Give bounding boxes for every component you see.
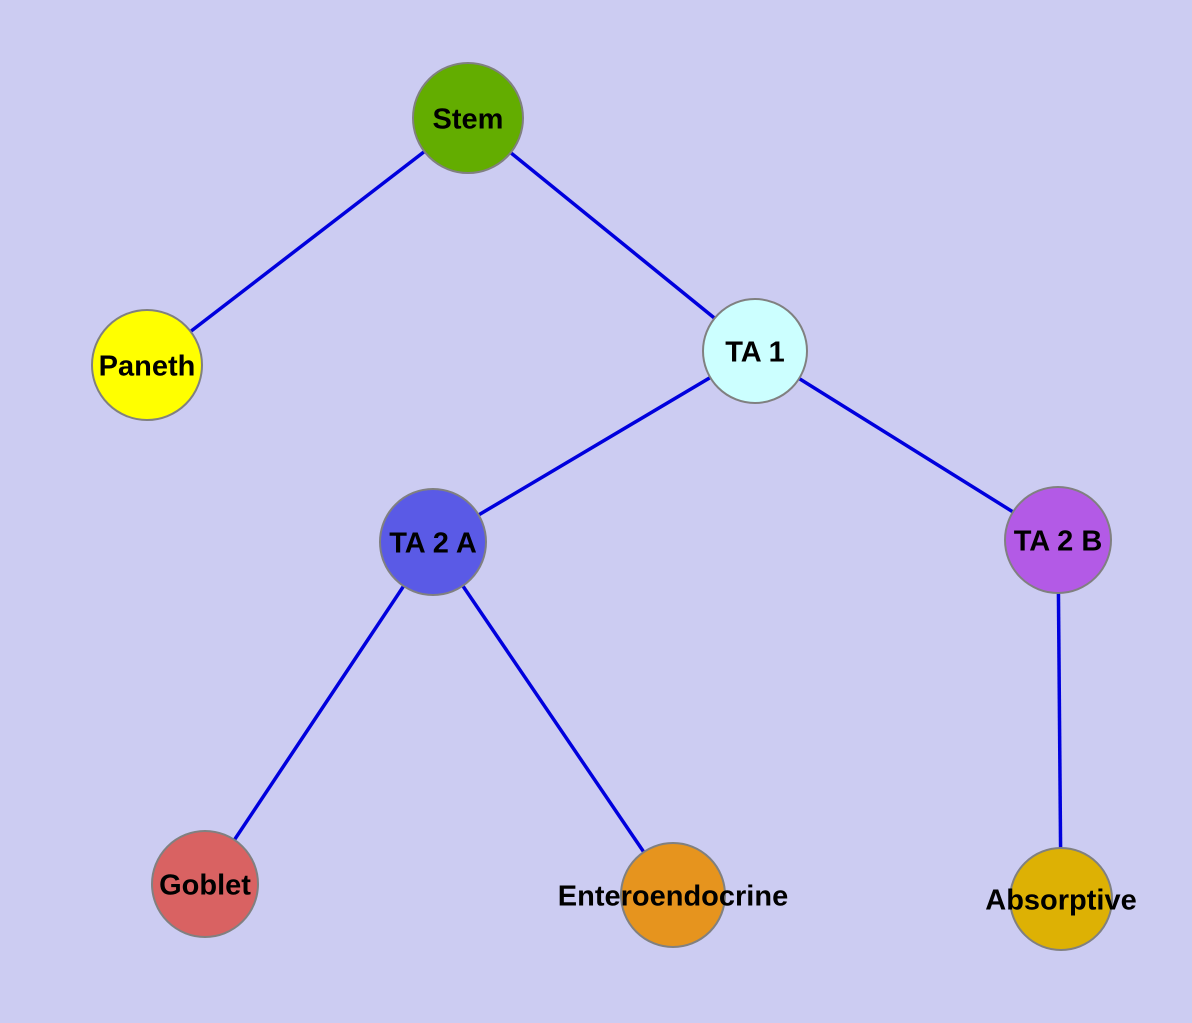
goblet-node-circle — [151, 830, 259, 938]
node-stem: Stem — [412, 62, 524, 174]
edge-ta1-ta2b — [754, 349, 1059, 542]
stem-node-circle — [412, 62, 524, 174]
ta2a-node-circle — [379, 488, 487, 596]
node-goblet: Goblet — [151, 830, 259, 938]
ta2b-node-circle — [1004, 486, 1112, 594]
edge-ta2a-goblet — [203, 541, 435, 885]
paneth-node-circle — [91, 309, 203, 421]
edge-ta1-ta2a — [432, 349, 756, 544]
edge-stem-paneth — [145, 116, 470, 367]
node-paneth: Paneth — [91, 309, 203, 421]
enteroendocrine-node-circle — [620, 842, 726, 948]
absorptive-node-circle — [1009, 847, 1113, 951]
edge-ta2b-absorptive — [1056, 539, 1063, 900]
edge-stem-ta1 — [466, 116, 757, 353]
node-ta2a: TA 2 A — [379, 488, 487, 596]
edge-ta2a-enteroendocrine — [431, 541, 675, 896]
node-ta2b: TA 2 B — [1004, 486, 1112, 594]
ta1-node-circle — [702, 298, 808, 404]
node-ta1: TA 1 — [702, 298, 808, 404]
